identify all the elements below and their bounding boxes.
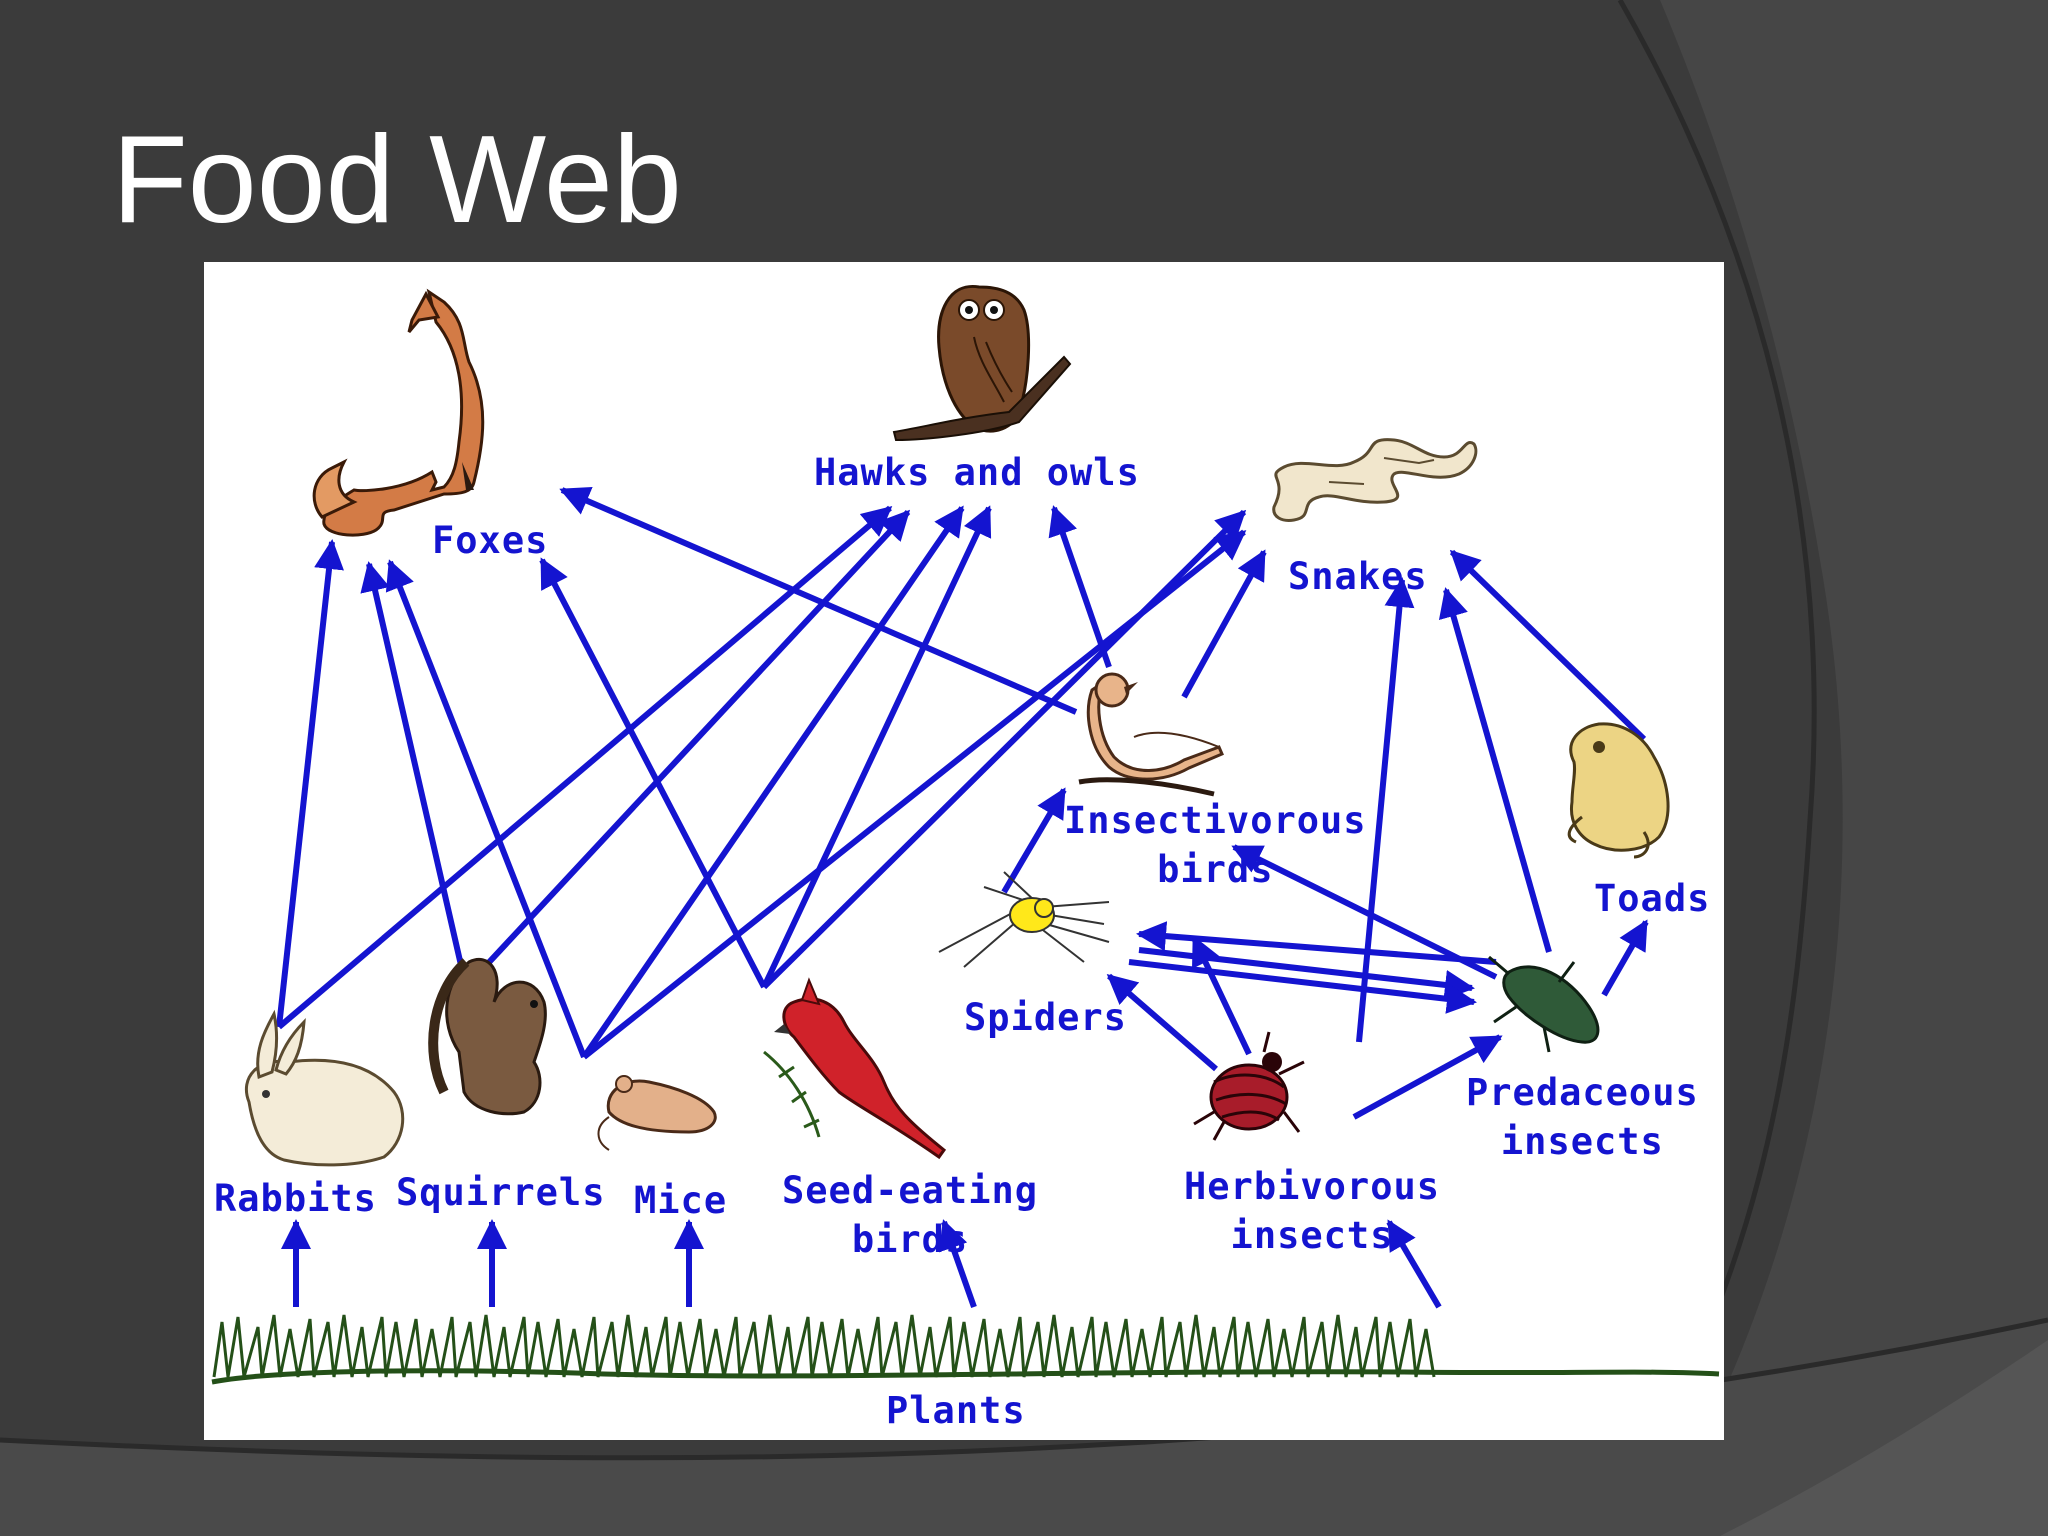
label-seed-eating-birds: Seed-eating birds bbox=[782, 1169, 1039, 1261]
label-squirrels: Squirrels bbox=[396, 1171, 606, 1214]
ladybug-beetle-icon bbox=[1193, 1031, 1305, 1141]
grass-icon bbox=[211, 1314, 1720, 1385]
label-herbivorous-insects: Herbivorous insects bbox=[1184, 1165, 1441, 1257]
label-predaceous-insects: Predaceous insects bbox=[1466, 1071, 1699, 1163]
label-plants: Plants bbox=[886, 1389, 1026, 1432]
owl-icon bbox=[892, 285, 1072, 442]
snake-icon bbox=[1272, 438, 1478, 522]
food-web-diagram: Foxes Hawks and owls Snakes Insectivorou… bbox=[204, 262, 1724, 1440]
beetle-icon bbox=[1488, 955, 1600, 1053]
bird-icon bbox=[1078, 672, 1224, 797]
label-toads: Toads bbox=[1594, 877, 1711, 920]
cardinal-icon bbox=[763, 977, 947, 1160]
rabbit-icon bbox=[244, 1009, 405, 1167]
label-snakes: Snakes bbox=[1288, 555, 1428, 598]
label-rabbits: Rabbits bbox=[214, 1177, 377, 1220]
squirrel-icon bbox=[428, 958, 547, 1116]
label-mice: Mice bbox=[634, 1179, 728, 1222]
toad-icon bbox=[1567, 722, 1670, 859]
label-hawks-owls: Hawks and owls bbox=[814, 451, 1140, 494]
label-foxes: Foxes bbox=[432, 519, 549, 562]
feeding-arrows bbox=[276, 486, 1649, 1309]
label-spiders: Spiders bbox=[964, 996, 1127, 1039]
spider-icon bbox=[938, 871, 1110, 968]
mouse-icon bbox=[597, 1075, 717, 1151]
slide-title: Food Web bbox=[112, 111, 682, 249]
label-insectivorous-birds: Insectivorous birds bbox=[1064, 799, 1367, 891]
fox-icon bbox=[312, 288, 485, 537]
